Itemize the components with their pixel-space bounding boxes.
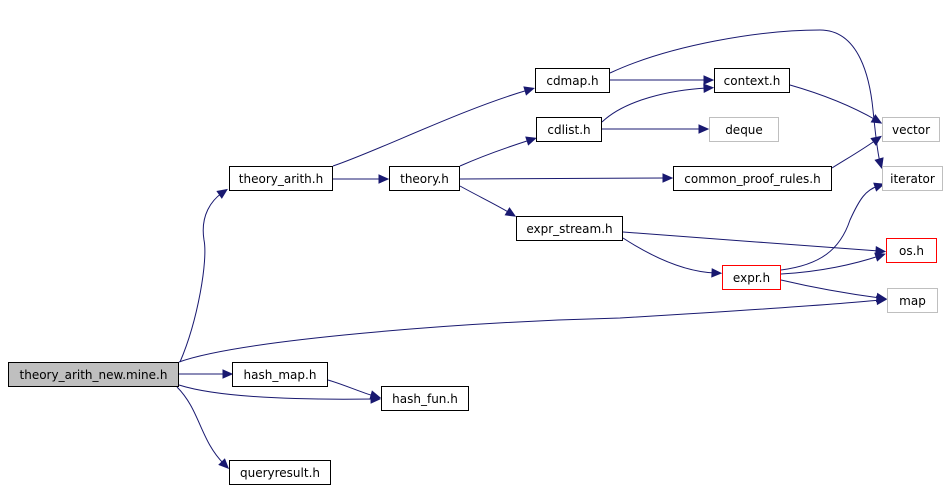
edge-expr-to-os (780, 255, 880, 275)
node-label: hash_fun.h (392, 391, 458, 406)
node-label: theory_arith.h (238, 171, 324, 186)
edge-hash-map-to-hash-fun (327, 379, 375, 397)
arrowhead-theory-arith (216, 188, 228, 199)
arrowhead-common-proof-rules (662, 173, 674, 183)
edge-theory-to-common-proof-rules (459, 177, 667, 180)
arrowhead-vector (870, 135, 882, 146)
arrowhead-theory (378, 174, 390, 184)
node-hash-fun[interactable]: hash_fun.h (381, 386, 469, 411)
node-vector: vector (882, 117, 940, 142)
arrowhead-map (875, 292, 888, 303)
node-cdlist[interactable]: cdlist.h (536, 117, 602, 142)
edge-theory-arith-new-mine-to-theory-arith (179, 192, 223, 363)
arrowhead-queryresult (218, 458, 230, 470)
arrowhead-deque (698, 124, 710, 134)
edge-theory-arith-new-mine-to-map (178, 299, 881, 363)
node-theory[interactable]: theory.h (389, 166, 460, 191)
edge-theory-to-cdlist (459, 139, 531, 167)
edge-expr-to-iterator (780, 185, 879, 271)
node-os[interactable]: os.h (886, 238, 937, 263)
node-expr-stream[interactable]: expr_stream.h (516, 216, 623, 241)
node-label: queryresult.h (239, 465, 320, 480)
node-label: theory_arith_new.mine.h (19, 367, 168, 382)
node-label: common_proof_rules.h (684, 171, 821, 186)
node-theory-arith-new-mine[interactable]: theory_arith_new.mine.h (8, 362, 179, 387)
arrowhead-iterator (873, 182, 885, 192)
arrowhead-os (874, 252, 886, 262)
node-common-proof-rules[interactable]: common_proof_rules.h (673, 166, 832, 191)
arrowhead-cdlist (525, 136, 537, 146)
node-deque: deque (709, 117, 779, 142)
arrowhead-context (703, 75, 715, 85)
edge-cdlist-to-context (601, 87, 708, 123)
node-iterator: iterator (882, 166, 943, 191)
node-label: vector (891, 122, 931, 137)
edge-expr-to-map (780, 279, 881, 299)
arrowhead-expr (711, 268, 723, 278)
node-label: cdlist.h (547, 122, 591, 137)
edge-theory-arith-to-cdmap (332, 89, 529, 167)
edge-common-proof-rules-to-vector (831, 139, 877, 169)
edge-cdmap-to-iterator (609, 29, 881, 163)
node-context[interactable]: context.h (714, 68, 790, 93)
node-label: cdmap.h (546, 73, 599, 88)
edge-theory-arith-new-mine-to-hash-fun (178, 384, 375, 400)
arrowhead-cdmap (523, 86, 535, 96)
edge-context-to-vector (789, 84, 877, 121)
node-label: expr_stream.h (526, 221, 613, 236)
node-label: iterator (890, 171, 935, 186)
node-label: hash_map.h (243, 367, 317, 382)
node-label: map (899, 293, 926, 308)
arrowhead-hash-map (222, 369, 234, 379)
arrowhead-context (703, 83, 715, 93)
arrowhead-expr-stream (504, 207, 517, 217)
arrowhead-hash-fun (369, 390, 381, 400)
node-label: expr.h (732, 270, 771, 285)
node-cdmap[interactable]: cdmap.h (535, 68, 610, 93)
node-queryresult[interactable]: queryresult.h (229, 460, 331, 485)
arrowhead-vector (870, 114, 883, 124)
node-label: theory.h (400, 171, 449, 186)
edge-expr-stream-to-os (622, 231, 880, 252)
arrowhead-os (875, 245, 887, 256)
node-label: context.h (723, 73, 781, 88)
node-map: map (887, 288, 938, 313)
edge-expr-stream-to-expr (622, 237, 716, 274)
node-expr[interactable]: expr.h (722, 265, 781, 290)
node-label: os.h (898, 243, 924, 258)
edge-theory-arith-new-mine-to-queryresult (176, 386, 225, 465)
node-label: deque (725, 122, 763, 137)
node-theory-arith[interactable]: theory_arith.h (229, 166, 333, 191)
edge-theory-to-expr-stream (459, 185, 511, 214)
node-hash-map[interactable]: hash_map.h (232, 362, 328, 387)
arrowhead-iterator (874, 157, 884, 169)
